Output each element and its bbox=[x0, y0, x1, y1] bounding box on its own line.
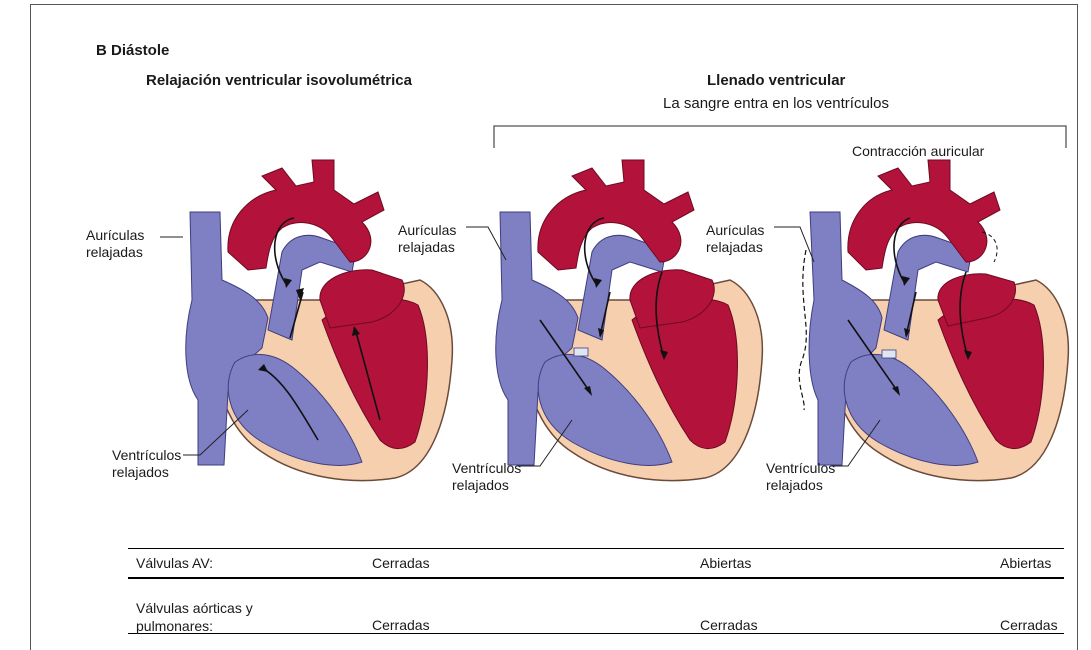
table-row-av-label: Válvulas AV: bbox=[136, 555, 213, 571]
table-row-av-value-1: Cerradas bbox=[372, 555, 430, 571]
panel1-ventricles-label: Ventrículos relajados bbox=[112, 447, 190, 481]
panel3-ventricles-label: Ventrículos relajados bbox=[766, 460, 844, 494]
table-row-semilunar-label: Válvulas aórticas y pulmonares: bbox=[136, 599, 281, 635]
panel1-atria-label: Aurículas relajadas bbox=[86, 227, 166, 261]
panel3-atria-label: Aurículas relajadas bbox=[706, 222, 780, 256]
panel2-atria-label: Aurículas relajadas bbox=[398, 222, 472, 256]
table-row-semilunar-value-2: Cerradas bbox=[700, 617, 758, 633]
table-mid-rule bbox=[128, 577, 1064, 579]
panel2-ventricles-label: Ventrículos relajados bbox=[452, 460, 530, 494]
table-row-av-value-3: Abiertas bbox=[1000, 555, 1051, 571]
table-row-av-value-2: Abiertas bbox=[700, 555, 751, 571]
table-row-semilunar-value-1: Cerradas bbox=[372, 617, 430, 633]
table-row-semilunar-value-3: Cerradas bbox=[1000, 617, 1058, 633]
table-top-rule bbox=[128, 548, 1064, 549]
